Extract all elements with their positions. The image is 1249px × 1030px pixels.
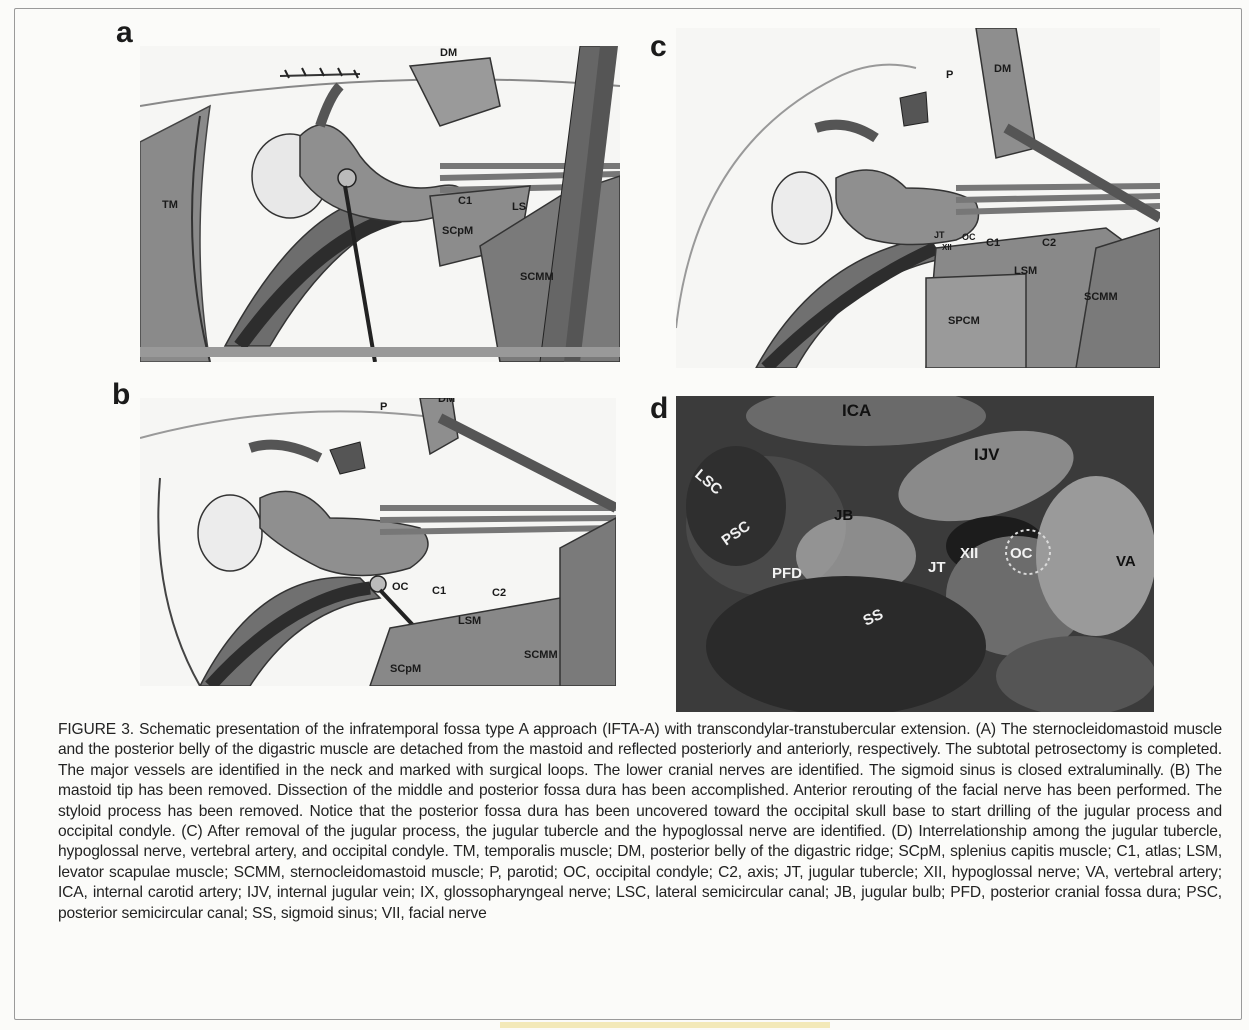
photo-label-xii: XII (960, 545, 978, 562)
panel-b-label-dm: DM (438, 398, 455, 405)
panel-b-label-lsm: LSM (458, 615, 481, 627)
panel-letter-a: a (116, 16, 133, 50)
panel-c-label-scmm: SCMM (1084, 291, 1118, 303)
photo-label-oc: OC (1010, 545, 1033, 562)
panel-b-label-c1: C1 (432, 585, 446, 597)
illustration-panel-a: DM TM C1 LS SCpM SCMM (140, 46, 620, 362)
panel-a-label-tm: TM (162, 199, 178, 211)
photo-label-ica: ICA (842, 401, 871, 420)
illustration-panel-c: P DM JT XII OC C1 C2 LSM SCMM SPCM (676, 28, 1160, 368)
panel-c-label-p: P (946, 69, 953, 81)
panel-a-label-scmm: SCMM (520, 271, 554, 283)
panel-a-drawing: DM TM C1 LS SCpM SCMM (140, 46, 620, 362)
panel-b-label-c2: C2 (492, 587, 506, 599)
panel-c-label-c1: C1 (986, 237, 1000, 249)
panel-a-label-c1: C1 (458, 195, 472, 207)
photo-panel-d: ICA IJV LSC PSC JB PFD JT XII OC VA SS (676, 396, 1154, 712)
panel-c-label-xii: XII (942, 243, 952, 252)
panel-c-label-jt: JT (934, 230, 945, 240)
panel-c-label-lsm: LSM (1014, 265, 1037, 277)
illustration-panel-b: P DM OC C1 C2 LSM SCpM SCMM (140, 398, 616, 686)
panel-b-label-scmm: SCMM (524, 649, 558, 661)
panel-a-label-dm: DM (440, 47, 457, 59)
figure-caption: FIGURE 3. Schematic presentation of the … (58, 720, 1222, 924)
page-bottom-edge (500, 1022, 830, 1028)
panel-a-label-ls: LS (512, 201, 526, 213)
panel-letter-d: d (650, 392, 668, 426)
photo-label-jb: JB (834, 507, 853, 524)
panel-c-label-dm: DM (994, 63, 1011, 75)
panel-b-label-scpm: SCpM (390, 663, 421, 675)
photo-label-pfd: PFD (772, 565, 802, 582)
photo-label-va: VA (1116, 553, 1136, 570)
figure-caption-text: Schematic presentation of the infratempo… (58, 721, 1222, 922)
panel-b-label-p: P (380, 401, 387, 413)
panel-a-label-scpm: SCpM (442, 225, 473, 237)
photo-label-jt: JT (928, 559, 946, 576)
panel-c-drawing: P DM JT XII OC C1 C2 LSM SCMM SPCM (676, 28, 1160, 368)
panel-c-label-spcm: SPCM (948, 315, 980, 327)
panel-c-label-c2: C2 (1042, 237, 1056, 249)
panel-b-label-oc: OC (392, 581, 409, 593)
panel-c-label-oc: OC (962, 232, 976, 242)
figure-caption-lead: FIGURE 3. (58, 721, 134, 738)
photo-label-ijv: IJV (974, 445, 1000, 464)
panel-letter-b: b (112, 378, 130, 412)
panel-b-drawing: P DM OC C1 C2 LSM SCpM SCMM (140, 398, 616, 686)
panel-letter-c: c (650, 30, 667, 64)
panel-d-photo: ICA IJV LSC PSC JB PFD JT XII OC VA SS (676, 396, 1154, 712)
